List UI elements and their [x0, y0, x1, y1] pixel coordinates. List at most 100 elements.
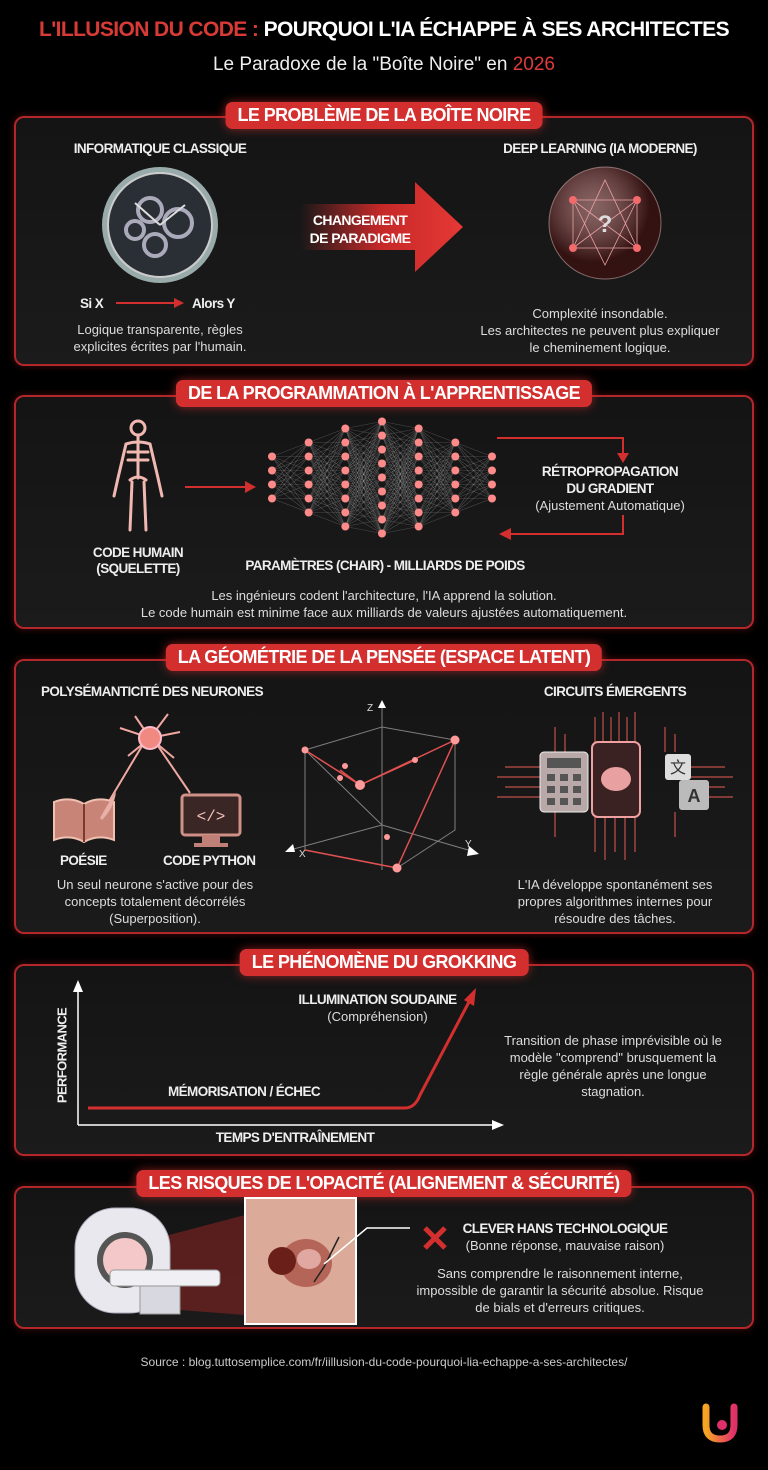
pointer-line	[323, 1227, 410, 1265]
network-connection	[418, 442, 456, 513]
network-connection	[418, 428, 456, 485]
network-connection	[271, 484, 309, 499]
network-connection	[381, 449, 419, 499]
network-connection	[381, 442, 419, 520]
network-connection	[345, 512, 383, 534]
network-connection	[381, 477, 419, 527]
network-connection	[345, 442, 383, 492]
network-connection	[381, 470, 419, 534]
network-connection	[345, 421, 383, 513]
network-connection	[455, 456, 493, 485]
network-connection	[455, 442, 493, 457]
network-connection	[381, 428, 419, 464]
right-text: L'IA développe spontanément ses propres …	[517, 877, 713, 926]
network-connection	[381, 491, 419, 527]
network-connection	[381, 449, 419, 527]
network-connection	[345, 491, 383, 513]
network-node	[341, 438, 350, 447]
network-connection	[381, 421, 419, 471]
network-connection	[381, 484, 419, 492]
network-connection	[418, 442, 456, 457]
network-connection	[345, 477, 383, 513]
network-connection	[345, 449, 383, 527]
learning-text: Les ingénieurs codent l'architecture, l'…	[140, 588, 628, 620]
label-code-python: CODE PYTHON	[163, 853, 256, 868]
network-connection	[381, 442, 419, 478]
network-connection	[418, 512, 456, 527]
section-title: LE PROBLÈME DE LA BOÎTE NOIRE	[225, 102, 543, 129]
network-connection	[271, 456, 309, 499]
network-connection	[308, 470, 346, 485]
network-connection	[345, 421, 383, 457]
performance-curve	[88, 999, 472, 1110]
right-heading: DEEP LEARNING (IA MODERNE)	[503, 141, 697, 156]
left-heading: POLYSÉMANTICITÉ DES NEURONES	[41, 684, 264, 699]
network-connection	[345, 491, 383, 499]
network-connection	[418, 470, 456, 513]
network-connection	[381, 428, 419, 450]
network-node	[451, 438, 460, 447]
network-connection	[308, 442, 346, 513]
risks-text: Sans comprendre le raisonnement interne,…	[416, 1266, 704, 1315]
network-connection	[381, 428, 419, 492]
network-connection	[271, 442, 309, 457]
network-connection	[308, 442, 346, 457]
network-connection	[381, 519, 419, 527]
network-connection	[455, 456, 493, 485]
network-connection	[345, 470, 383, 520]
network-connection	[381, 512, 419, 534]
network-connection	[418, 428, 456, 513]
axis-z: Z	[367, 703, 374, 714]
network-connection	[345, 484, 383, 520]
axis-x: X	[299, 849, 306, 860]
network-connection	[418, 442, 456, 471]
network-connection	[308, 456, 346, 471]
network-connection	[455, 470, 493, 513]
network-connection	[308, 456, 346, 499]
network-connection	[455, 470, 493, 485]
network-node	[414, 522, 423, 531]
network-node	[488, 466, 496, 475]
network-connection	[345, 484, 383, 506]
network-connection	[381, 421, 419, 457]
mri-scanner-icon	[74, 1207, 245, 1315]
source-link[interactable]: Source : blog.tuttosemplice.com/fr/iillu…	[140, 1355, 628, 1369]
watch-gears-icon	[102, 167, 218, 283]
network-connection	[381, 435, 419, 443]
section-title: DE LA PROGRAMMATION À L'APPRENTISSAGE	[175, 380, 593, 407]
network-connection	[418, 470, 456, 499]
network-node	[341, 508, 350, 517]
network-connection	[345, 449, 383, 471]
network-node	[451, 508, 460, 517]
network-connection	[381, 512, 419, 520]
network-connection	[381, 428, 419, 506]
network-connection	[381, 435, 419, 485]
paradigm-label: CHANGEMENT DE PARADIGME	[309, 212, 411, 246]
network-node	[451, 466, 460, 475]
network-connection	[418, 456, 456, 499]
network-connection	[345, 526, 383, 534]
network-connection	[308, 498, 346, 513]
skin-lesion-image	[244, 1197, 357, 1325]
network-connection	[381, 435, 419, 513]
network-connection	[381, 449, 419, 471]
glass-sphere-network-icon: ?	[548, 166, 662, 280]
network-connection	[455, 484, 493, 513]
network-connection	[308, 428, 346, 499]
network-node	[304, 452, 313, 461]
network-node	[488, 494, 496, 503]
network-connection	[381, 463, 419, 527]
network-connection	[345, 505, 383, 527]
network-connection	[381, 428, 419, 478]
network-node	[414, 480, 423, 489]
network-connection	[345, 421, 383, 485]
network-connection	[345, 435, 383, 443]
page-title: L'ILLUSION DU CODE : POURQUOI L'IA ÉCHAP…	[10, 17, 758, 43]
network-connection	[381, 491, 419, 513]
network-connection	[308, 470, 346, 527]
network-connection	[308, 484, 346, 513]
network-connection	[418, 442, 456, 457]
network-connection	[345, 463, 383, 527]
network-connection	[308, 428, 346, 471]
cross-icon	[423, 1226, 447, 1250]
